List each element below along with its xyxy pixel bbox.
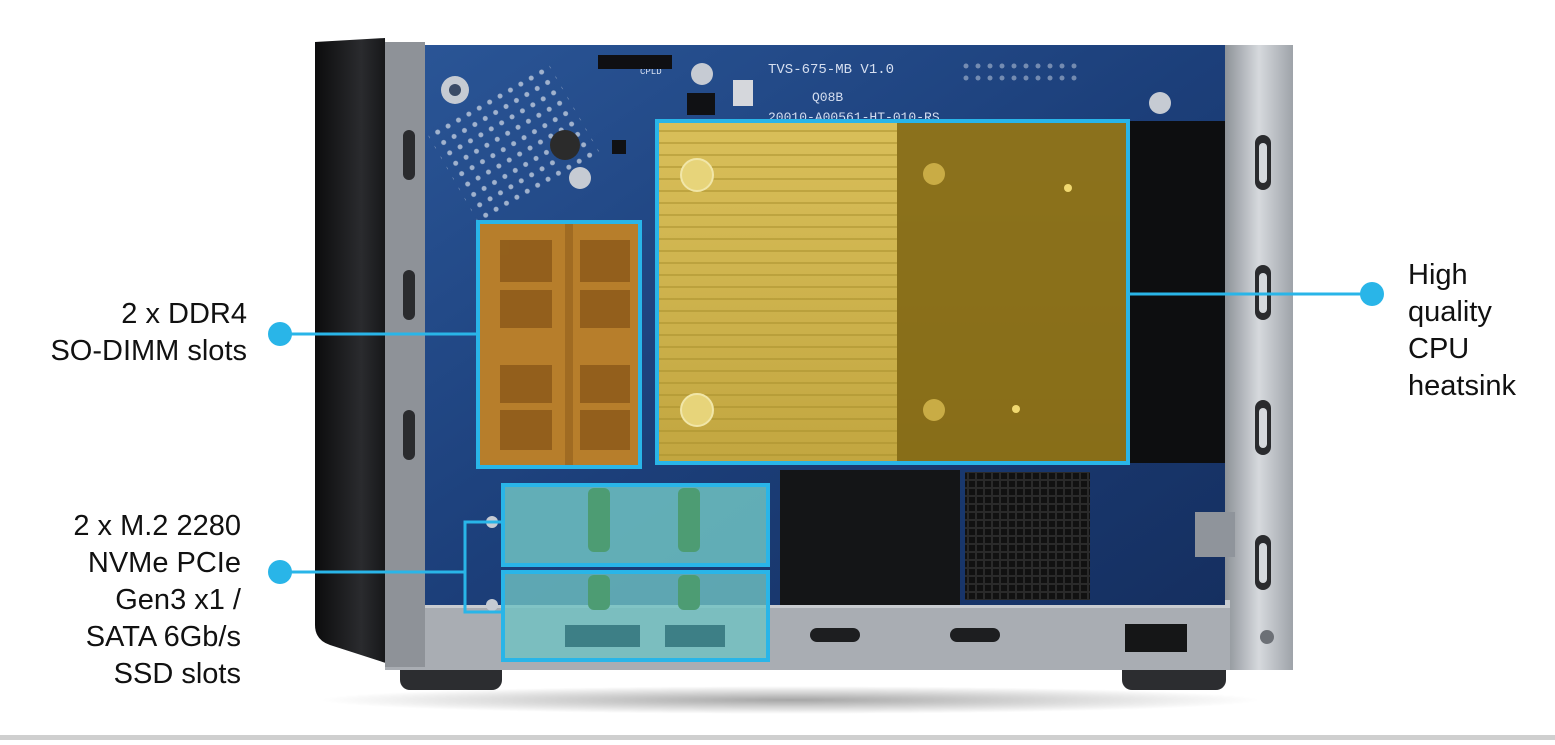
ssd-slot-1 [503, 485, 768, 565]
ram-callout-label: 2 x DDR4 SO-DIMM slots [50, 296, 247, 370]
ssd-label-line: Gen3 x1 / [115, 584, 241, 616]
heatsink-label-line: heatsink [1408, 370, 1517, 402]
leader-lines [280, 292, 1372, 614]
heatsink-callout-dot [1360, 282, 1384, 306]
bottom-divider [0, 735, 1555, 740]
ram-outline [476, 220, 642, 469]
ssd-label-line: NVMe PCIe [87, 547, 241, 579]
ssd-label-line: 2 x M.2 2280 [73, 510, 241, 542]
screw-icon [1260, 630, 1274, 644]
front-bezel [315, 38, 392, 665]
ram-label-line: 2 x DDR4 [121, 298, 247, 330]
ssd-label-line: SSD slots [113, 658, 241, 690]
io-port [1125, 624, 1187, 652]
heatsink-screw-icon [923, 163, 945, 185]
heatsink-label-line: High [1408, 259, 1468, 291]
connector-array [425, 61, 602, 227]
ssd-label-line: SATA 6Gb/s [85, 621, 241, 653]
silkscreen-header: CPLD [640, 67, 662, 77]
heatsink-callout-label: High quality CPU heatsink [1408, 257, 1516, 405]
ground-shadow [320, 686, 1260, 714]
m2-connector-area [780, 470, 960, 605]
heatsink-shadow [1128, 121, 1225, 463]
ssd-outline-1 [501, 483, 770, 567]
ram-label-line: SO-DIMM slots [50, 335, 247, 367]
ram-callout-dot [268, 322, 292, 346]
silkscreen-model: TVS-675-MB V1.0 [768, 62, 894, 78]
heatsink-label-line: quality [1408, 296, 1492, 328]
silkscreen-rev: Q08B [812, 90, 843, 105]
ssd-callout-label: 2 x M.2 2280 NVMe PCIe Gen3 x1 / SATA 6G… [73, 508, 241, 693]
ssd-outline-2 [501, 570, 770, 662]
heatsink-outline [655, 119, 1130, 465]
heatsink-label-line: CPU [1408, 333, 1470, 365]
chipset-grid [965, 472, 1090, 600]
ssd-callout-dot [268, 560, 292, 584]
callout-outlines [476, 119, 1130, 662]
ssd-bracket [463, 520, 503, 614]
